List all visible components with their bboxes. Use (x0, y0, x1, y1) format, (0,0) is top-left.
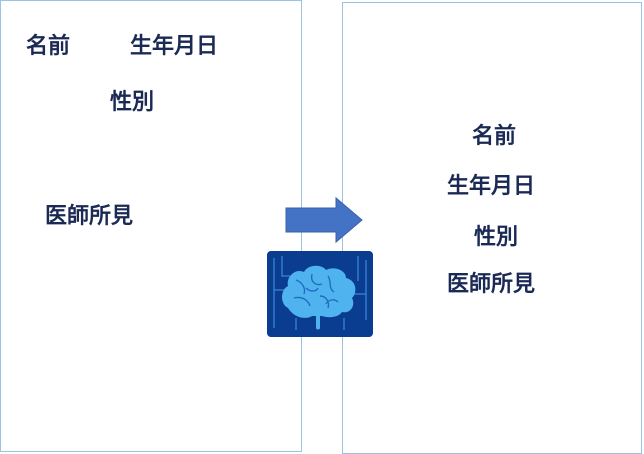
right-birthdate-label: 生年月日 (447, 174, 536, 199)
right-name-label: 名前 (472, 124, 517, 149)
left-name-label: 名前 (26, 34, 71, 59)
structured-document (342, 2, 642, 454)
source-document (0, 0, 302, 452)
right-sex-label: 性別 (474, 225, 519, 250)
arrow-right-icon (285, 196, 363, 244)
left-sex-label: 性別 (110, 90, 155, 115)
right-findings-label: 医師所見 (447, 272, 536, 297)
ai-brain-icon (267, 251, 373, 337)
left-birthdate-label: 生年月日 (130, 34, 219, 59)
left-findings-label: 医師所見 (45, 204, 134, 229)
